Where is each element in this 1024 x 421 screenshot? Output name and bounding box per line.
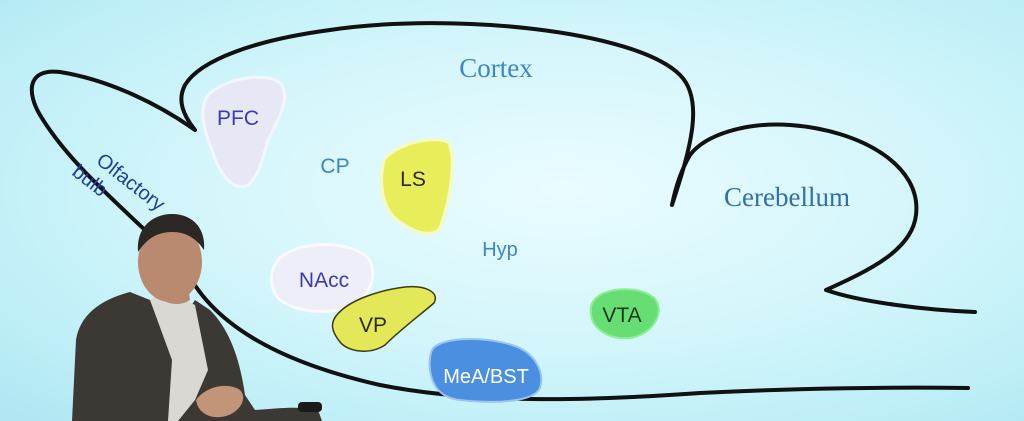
presenter-head [138, 222, 202, 302]
ls-label: LS [400, 168, 426, 191]
cp-label: CP [320, 155, 349, 178]
presenter-shirt [150, 292, 208, 421]
mea-bst-region [428, 337, 543, 403]
mea-bst-label: MeA/BST [443, 366, 529, 388]
hyp-label: Hyp [482, 239, 518, 261]
presenter-hair [137, 214, 205, 252]
pfc-label: PFC [217, 107, 259, 130]
cortex-label: Cortex [459, 53, 533, 83]
ls-region [380, 138, 454, 235]
vp-label: VP [359, 314, 387, 337]
presenter-figure [72, 214, 322, 421]
cerebellum-label: Cerebellum [724, 182, 850, 212]
presenter-clicker [298, 402, 322, 412]
vta-region [589, 288, 660, 340]
pfc-region [201, 75, 287, 188]
vp-region [331, 285, 437, 352]
brain-outline [29, 21, 977, 402]
presenter-hand [196, 385, 244, 418]
nacc-label: NAcc [299, 269, 349, 292]
vta-label: VTA [602, 304, 641, 327]
